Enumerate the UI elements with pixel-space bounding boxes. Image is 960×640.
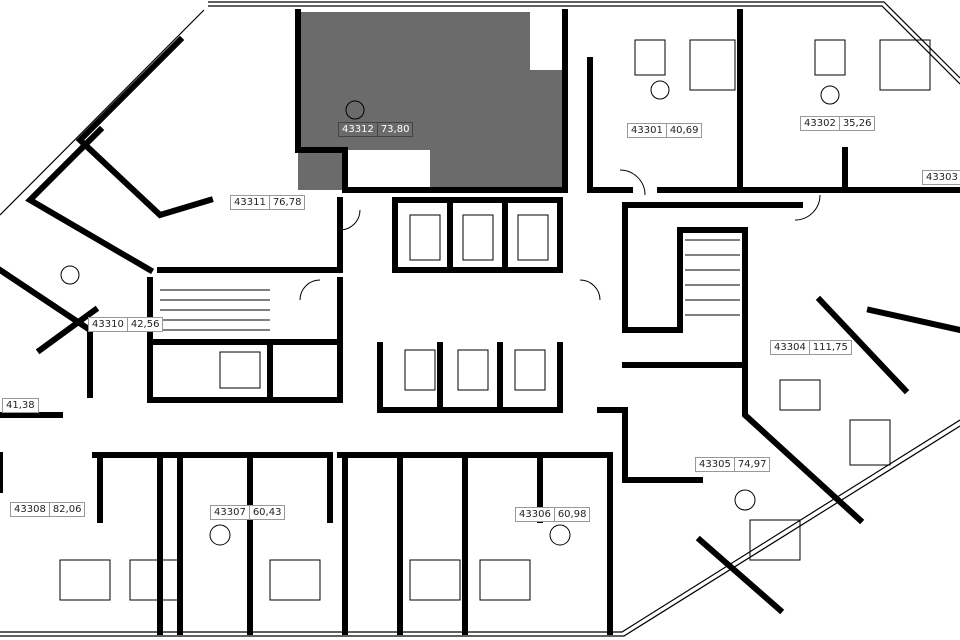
walls (0, 9, 960, 635)
unit-label-43303[interactable]: 433035 (922, 170, 960, 185)
unit-43312-area[interactable] (298, 12, 565, 190)
unit-label-partial[interactable]: 41,38 (2, 398, 39, 413)
interior-details (59, 39, 931, 601)
